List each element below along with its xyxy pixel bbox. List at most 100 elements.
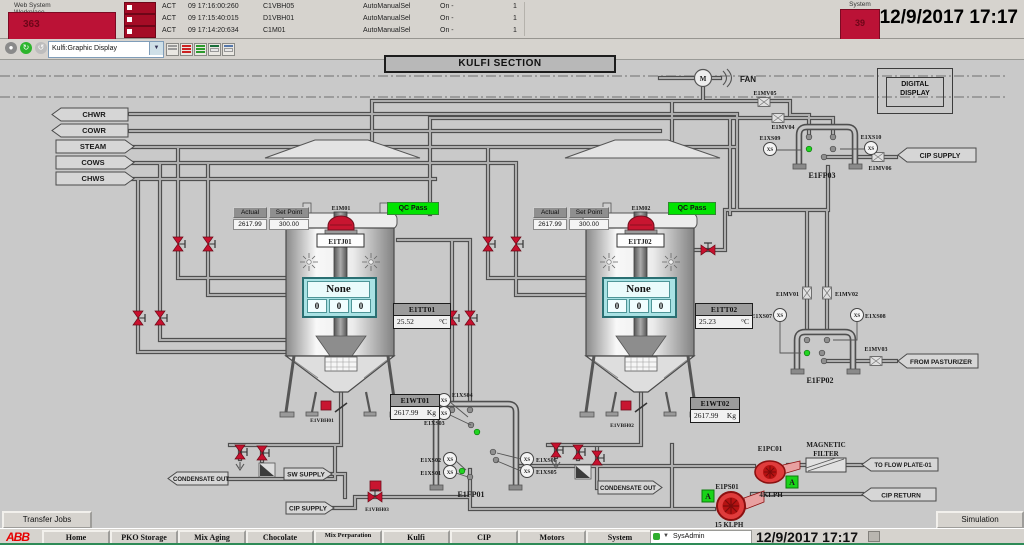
alarm-tag: C1M01 [263, 27, 286, 34]
drain-arrow-icon [235, 461, 245, 471]
pin-icon[interactable]: ● [5, 42, 17, 54]
tank1-setpoint-display[interactable]: Actual Set Point 2617.99 300.00 [233, 207, 309, 230]
alarm-row[interactable]: ACT 09 17:14:20:634 C1M01 AutoManualSel … [124, 26, 524, 38]
xs-e1xs05-icon[interactable] [520, 464, 534, 478]
alarm-time: 09 17:16:00:260 [188, 3, 239, 10]
valve-e1mv01-icon[interactable] [802, 286, 812, 300]
alarm-state: ACT [162, 3, 176, 10]
export-icon[interactable] [208, 43, 221, 56]
nav-mix-preparation-button[interactable]: Mix Perparation [314, 530, 382, 545]
fan-label: FAN [740, 75, 756, 84]
nav-cip-button[interactable]: CIP [450, 530, 518, 545]
weight-value: 2617.99 [394, 408, 419, 417]
report-icon[interactable] [222, 43, 235, 56]
actual-value: 2617.99 [233, 219, 267, 230]
svg-text:E1XS01: E1XS01 [420, 471, 441, 477]
svg-text:E1XS02: E1XS02 [420, 458, 441, 464]
event-list-icon[interactable] [194, 43, 207, 56]
tag-cip-return [861, 487, 937, 502]
valve-e1mv03-icon[interactable] [869, 356, 883, 366]
svg-text:XS: XS [441, 399, 448, 404]
svg-text:COWS: COWS [81, 158, 104, 167]
valve-icon[interactable] [464, 310, 478, 326]
temp-unit: °C [438, 317, 447, 326]
user-selector[interactable]: ▼ SysAdmin [650, 530, 752, 544]
alarm-list-icon[interactable] [180, 43, 193, 56]
weight-tag: E1WT02 [691, 398, 739, 410]
fan-icon[interactable] [693, 68, 733, 88]
simulation-button[interactable]: Simulation [936, 511, 1024, 529]
xs-e1xs01-icon[interactable] [443, 465, 457, 479]
valve-icon[interactable] [700, 242, 716, 256]
valve-e1mv05-icon[interactable] [757, 97, 771, 107]
valve-icon[interactable] [510, 236, 524, 252]
tank2-setpoint-display[interactable]: Actual Set Point 2617.99 300.00 [533, 207, 609, 230]
xs-e1xs07-icon[interactable] [773, 308, 787, 322]
acknowledge-icon[interactable] [166, 43, 179, 56]
alarm-row[interactable]: ACT 09 17:15:40:015 D1VBH01 AutoManualSe… [124, 14, 524, 26]
back-icon[interactable]: ↺ [35, 42, 47, 54]
valve-icon[interactable] [154, 310, 168, 326]
tank1-jacket-plate[interactable] [316, 233, 365, 248]
valve-icon[interactable] [132, 310, 146, 326]
tag-from-pasturizer[interactable] [897, 353, 979, 369]
temp-tag: E1TT02 [696, 304, 752, 316]
weight-unit: Kg [426, 408, 436, 417]
setpoint-value[interactable]: 300.00 [569, 219, 609, 230]
tank1-qc-badge: QC Pass [387, 202, 439, 215]
tank2-temperature-box[interactable]: E1TT02 25.23°C [695, 303, 753, 329]
valve-icon[interactable] [202, 236, 216, 252]
refresh-icon[interactable]: ↻ [20, 42, 32, 54]
transfer-jobs-button[interactable]: Transfer Jobs [2, 511, 92, 529]
nav-home-button[interactable]: Home [42, 530, 110, 545]
chevron-down-icon[interactable]: ▼ [663, 533, 669, 539]
display-selector[interactable]: Kulfi:Graphic Display ▼ [48, 41, 164, 58]
alarm-indicator-icon [124, 26, 156, 38]
nav-mix-aging-button[interactable]: Mix Aging [178, 530, 246, 545]
alarm-count: 1 [513, 15, 517, 22]
svg-text:CHWR: CHWR [82, 110, 106, 119]
alarm-row[interactable]: ACT 09 17:16:00:260 C1VBH05 AutoManualSe… [124, 2, 524, 14]
flow-plate-e1fp03[interactable] [792, 123, 863, 170]
svg-text:MAGNETIC: MAGNETIC [806, 441, 845, 449]
svg-text:E1MV01: E1MV01 [776, 292, 799, 298]
nav-motors-button[interactable]: Motors [518, 530, 586, 545]
header-datetime: 12/9/2017 17:17 [879, 7, 1018, 28]
pump-e1ps01-icon[interactable] [716, 490, 765, 521]
svg-text:STEAM: STEAM [80, 142, 106, 151]
valve-icon[interactable] [256, 445, 270, 461]
flow-plate-e1fp02[interactable] [790, 328, 861, 375]
xs-e1xs08-icon[interactable] [850, 308, 864, 322]
valve-e1vbh03-icon[interactable] [367, 480, 383, 503]
valve-e1mv04-icon[interactable] [771, 113, 785, 123]
valve-e1mv02-icon[interactable] [822, 286, 832, 300]
digital-display-box: DIGITAL DISPLAY [877, 68, 953, 114]
valve-icon[interactable] [591, 450, 605, 466]
chevron-down-icon[interactable]: ▼ [149, 42, 163, 55]
tank2-status-display[interactable]: None 0 0 0 [602, 277, 677, 318]
svg-text:XS: XS [441, 412, 448, 417]
nav-pko-storage-button[interactable]: PKO Storage [110, 530, 178, 545]
tag-to-flow-plate[interactable] [861, 457, 939, 472]
nav-kulfi-button[interactable]: Kulfi [382, 530, 450, 545]
svg-text:E1FP02: E1FP02 [806, 376, 833, 385]
svg-text:E1VBH02: E1VBH02 [610, 423, 634, 429]
valve-icon[interactable] [482, 236, 496, 252]
tank2-jacket-plate[interactable] [616, 233, 665, 248]
nav-chocolate-button[interactable]: Chocolate [246, 530, 314, 545]
system-alarm-count[interactable]: 39 [840, 9, 880, 44]
pump-e1pc01-icon[interactable] [754, 460, 801, 484]
xs-e1xs09-icon[interactable] [763, 142, 777, 156]
svg-text:E1MV03: E1MV03 [865, 347, 888, 353]
workplace-alarm-count[interactable]: 363 [8, 12, 116, 43]
svg-text:FROM PASTURIZER: FROM PASTURIZER [910, 359, 972, 366]
calendar-icon[interactable] [868, 531, 880, 542]
tank1-status-display[interactable]: None 0 0 0 [302, 277, 377, 318]
setpoint-value[interactable]: 300.00 [269, 219, 309, 230]
tank1-temperature-box[interactable]: E1TT01 25.52°C [393, 303, 451, 329]
xs-e1xs10-icon[interactable] [864, 141, 878, 155]
section-boundary-line [0, 75, 1008, 98]
valve-icon[interactable] [172, 236, 186, 252]
